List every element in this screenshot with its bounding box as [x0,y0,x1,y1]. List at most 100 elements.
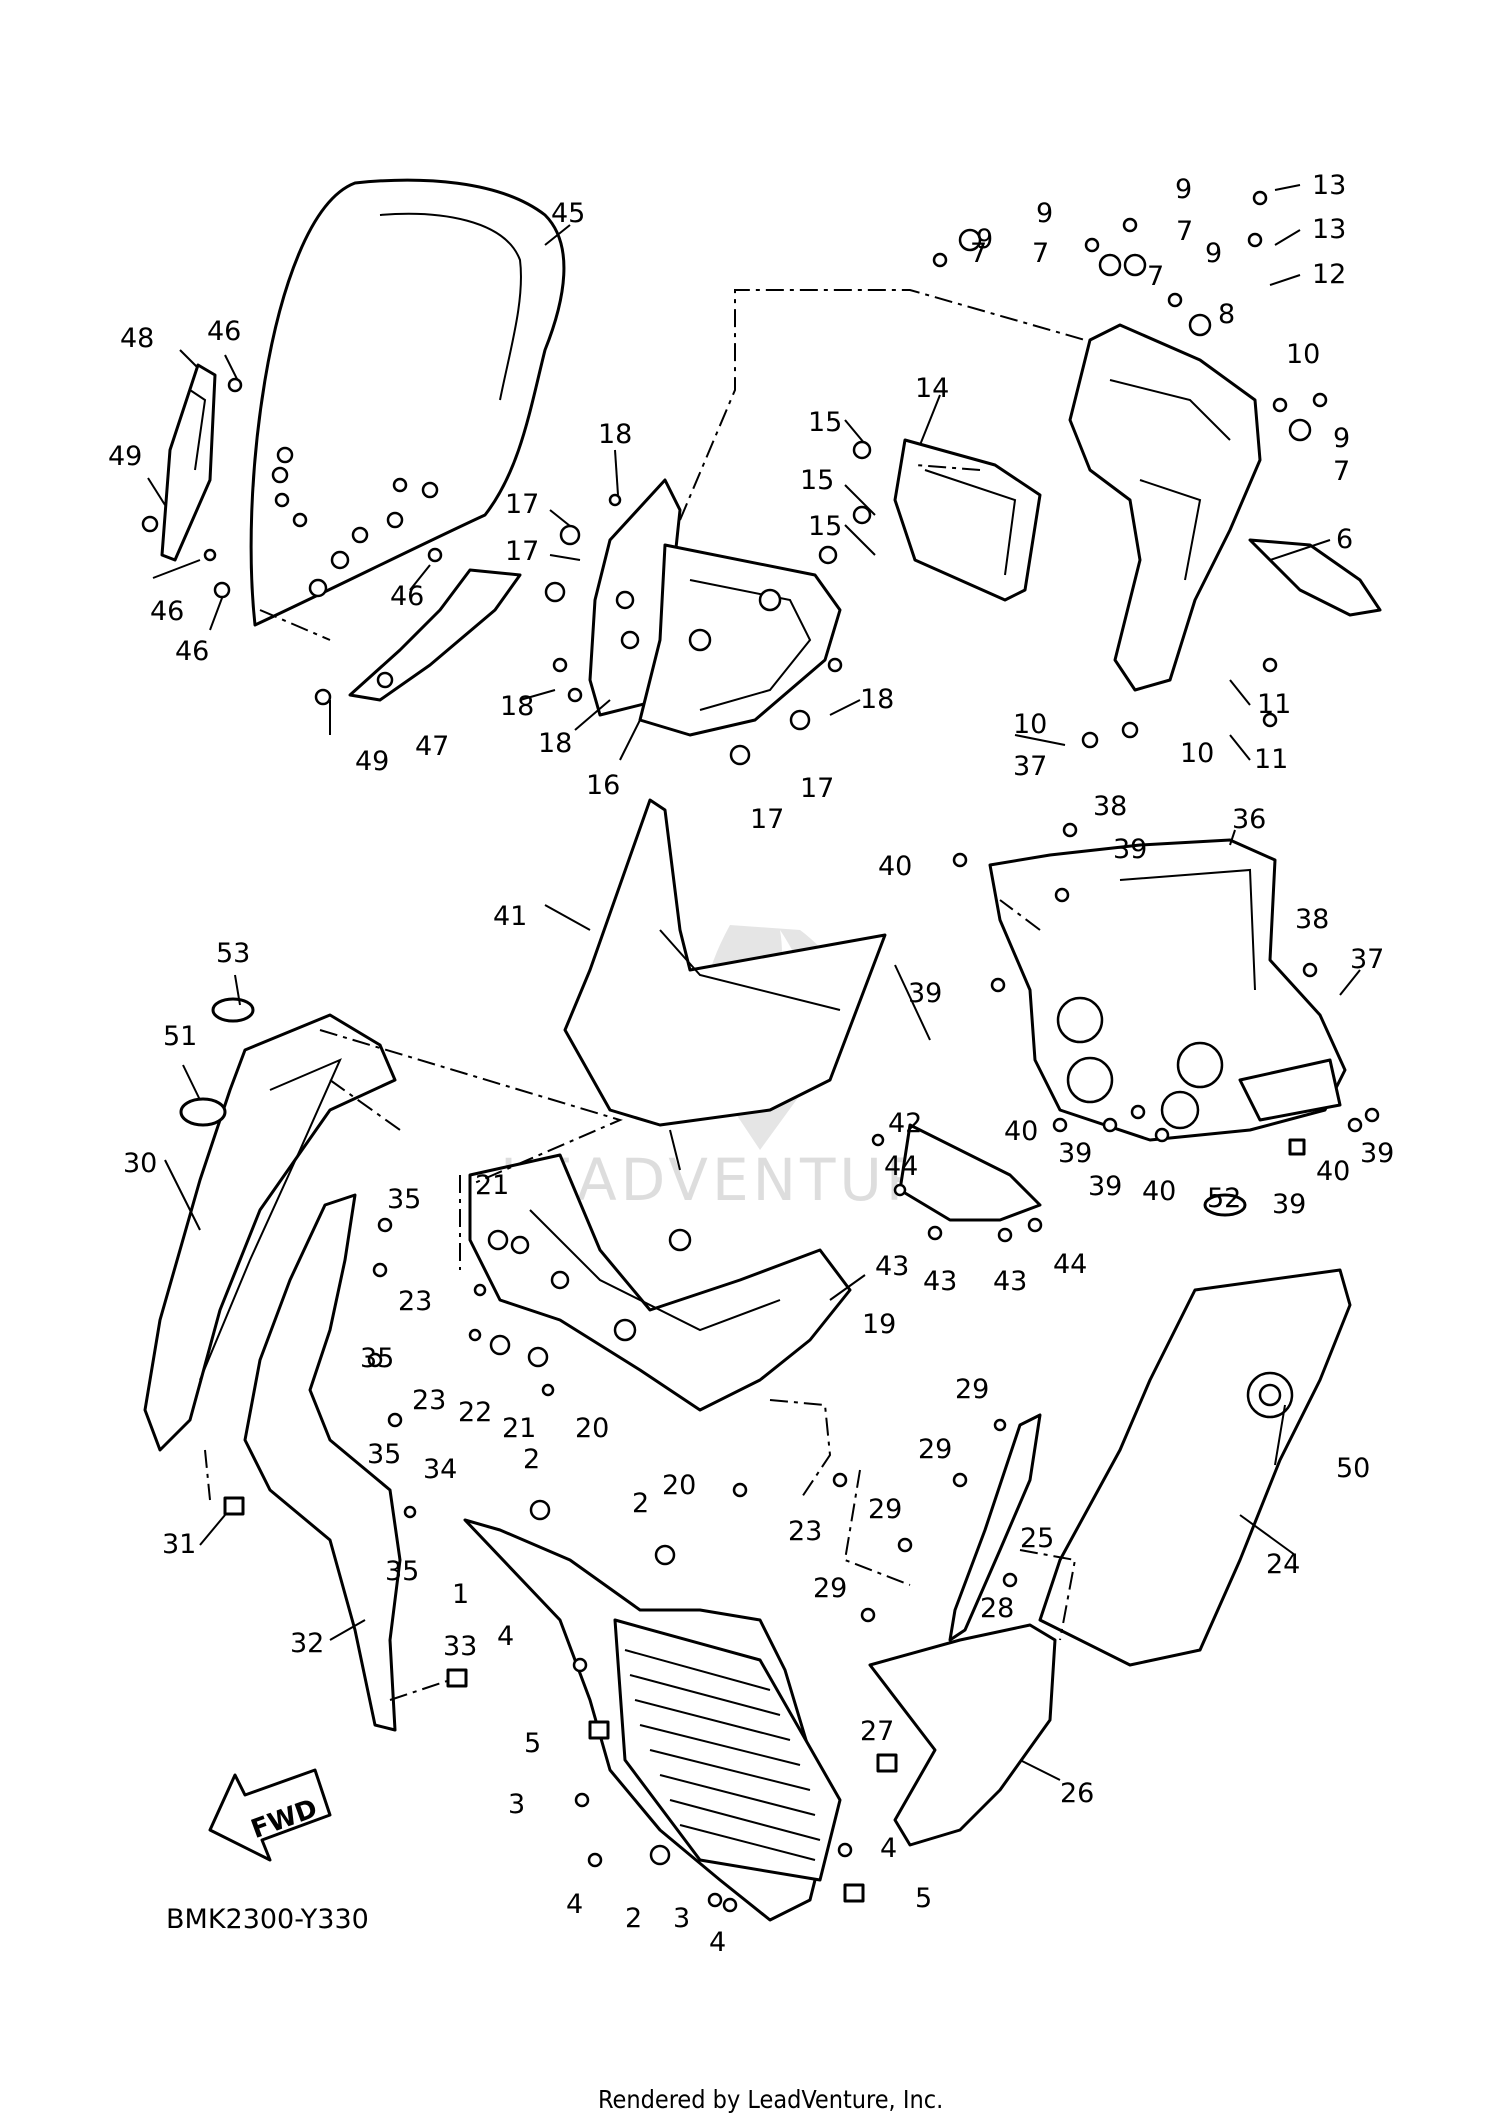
callout-8: 8 [1218,299,1235,330]
callout-29: 29 [813,1573,847,1604]
callout-52: 52 [1207,1183,1241,1214]
callout-10: 10 [1013,709,1047,740]
callout-23: 23 [412,1385,446,1416]
callout-38: 38 [1093,791,1127,822]
callout-40: 40 [1004,1116,1038,1147]
callout-26: 26 [1060,1778,1094,1809]
callout-23: 23 [398,1286,432,1317]
callout-3: 3 [508,1789,525,1820]
callout-46: 46 [175,636,209,667]
callout-4: 4 [566,1889,583,1920]
callout-1: 1 [452,1579,469,1610]
callout-29: 29 [955,1374,989,1405]
callout-9: 9 [1175,174,1192,205]
callout-39: 39 [1088,1171,1122,1202]
callout-9: 9 [976,224,993,255]
windshield-lower-trim [348,568,522,702]
callout-18: 18 [500,691,534,722]
callout-2: 2 [523,1444,540,1475]
callout-39: 39 [1360,1138,1394,1169]
callout-44: 44 [1053,1249,1087,1280]
mount-bracket [893,438,1042,602]
callout-7: 7 [1147,261,1164,292]
callout-39: 39 [908,978,942,1009]
callout-36: 36 [1232,804,1266,835]
callout-13: 13 [1312,214,1346,245]
callout-35: 35 [385,1556,419,1587]
callout-19: 19 [862,1309,896,1340]
inner-frame [468,1153,852,1412]
callout-25: 25 [1020,1523,1054,1554]
callout-48: 48 [120,323,154,354]
footer-credit: Rendered by LeadVenture, Inc. [598,2085,943,2114]
meter-panel [588,478,842,737]
callout-9: 9 [1036,198,1053,229]
callout-37: 37 [1350,944,1384,975]
callout-17: 17 [505,536,539,567]
callout-47: 47 [415,731,449,762]
callout-2: 2 [625,1903,642,1934]
callout-18: 18 [598,419,632,450]
callout-5: 5 [915,1883,932,1914]
callout-32: 32 [290,1628,324,1659]
callout-12: 12 [1312,259,1346,290]
assembly-lines [204,289,1086,1701]
callout-40: 40 [878,851,912,882]
callout-34: 34 [423,1454,457,1485]
callout-7: 7 [1032,238,1049,269]
callout-45: 45 [551,198,585,229]
callout-15: 15 [808,511,842,542]
callout-9: 9 [1205,238,1222,269]
callout-9: 9 [1333,423,1350,454]
callout-11: 11 [1254,744,1288,775]
callout-18: 18 [860,684,894,715]
leader-lines [147,184,1361,1781]
inner-side-panel [243,1193,402,1732]
main-stay-frame [1068,323,1382,692]
headlight-assembly [988,838,1347,1142]
callout-43: 43 [875,1251,909,1282]
callout-4: 4 [880,1833,897,1864]
callout-39: 39 [1272,1189,1306,1220]
callout-22: 22 [458,1397,492,1428]
callout-29: 29 [918,1434,952,1465]
callout-24: 24 [1266,1549,1300,1580]
callout-20: 20 [662,1470,696,1501]
callout-40: 40 [1316,1156,1350,1187]
callout-46: 46 [390,581,424,612]
callout-4: 4 [709,1927,726,1958]
callout-49: 49 [355,746,389,777]
callout-31: 31 [162,1529,196,1560]
callout-35: 35 [367,1439,401,1470]
callout-17: 17 [750,804,784,835]
callout-7: 7 [1333,456,1350,487]
callout-38: 38 [1295,904,1329,935]
callout-14: 14 [915,373,949,404]
small-fasteners [223,1138,1306,1903]
callout-44: 44 [884,1151,918,1182]
callout-6: 6 [1336,524,1353,555]
callout-labels: 1 2 2 2 3 3 4 4 4 4 5 5 6 7 7 7 7 7 8 9 … [108,170,1394,1958]
callout-5: 5 [524,1728,541,1759]
side-deflector [160,363,217,562]
callout-7: 7 [1176,216,1193,247]
callout-15: 15 [808,407,842,438]
callout-49: 49 [108,441,142,472]
callout-21: 21 [475,1170,509,1201]
callout-27: 27 [860,1716,894,1747]
callout-53: 53 [216,938,250,969]
callout-20: 20 [575,1413,609,1444]
callout-23: 23 [788,1516,822,1547]
callout-42: 42 [888,1108,922,1139]
side-cowl [143,1013,397,1452]
callout-41: 41 [493,901,527,932]
callout-18: 18 [538,728,572,759]
callout-40: 40 [1142,1176,1176,1207]
callout-16: 16 [586,770,620,801]
callout-15: 15 [800,465,834,496]
callout-10: 10 [1286,339,1320,370]
callout-35: 35 [360,1343,394,1374]
callout-51: 51 [163,1021,197,1052]
callout-30: 30 [123,1148,157,1179]
